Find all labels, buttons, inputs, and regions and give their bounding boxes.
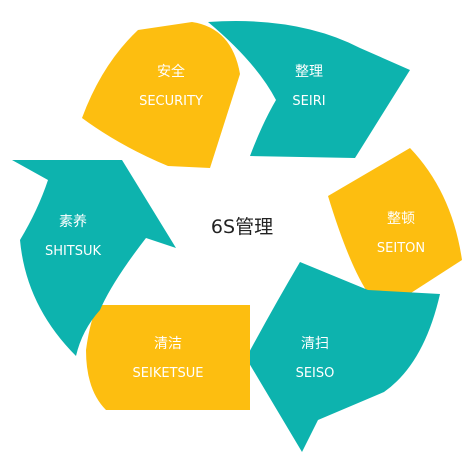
segment-label-seiso: 清扫 SEISO xyxy=(250,337,380,380)
segment-shape-seiso xyxy=(246,262,440,452)
segment-label-shitsuk: 素养 SHITSUK xyxy=(8,215,138,258)
segment-title-cn: 安全 xyxy=(157,64,185,80)
segment-label-seiton: 整顿 SEITON xyxy=(336,212,466,255)
segment-title-en: SHITSUK xyxy=(44,244,102,259)
center-title: 6S管理 xyxy=(210,216,274,238)
segment-title-en: SECURITY xyxy=(139,94,203,109)
segment-title-cn: 素养 xyxy=(59,214,87,230)
segment-shape-seiton xyxy=(328,148,462,300)
segment-title-en: SEISO xyxy=(295,366,335,381)
segment-title-cn: 整理 xyxy=(295,64,323,80)
segment-title-en: SEIRI xyxy=(292,94,326,109)
segment-label-seiri: 整理 SEIRI xyxy=(244,65,374,108)
segment-shape-seiketsue xyxy=(86,305,250,410)
segment-shape-seiri xyxy=(208,21,410,159)
segment-title-en: SEITON xyxy=(376,241,426,256)
segment-title-cn: 清洁 xyxy=(154,336,182,352)
segment-label-security: 安全 SECURITY xyxy=(106,65,236,108)
segment-shape-security xyxy=(82,22,240,168)
segment-title-en: SEIKETSUE xyxy=(132,366,204,381)
segment-title-cn: 清扫 xyxy=(301,336,329,352)
segment-shape-shitsuk xyxy=(12,160,176,356)
segment-title-cn: 整顿 xyxy=(387,211,415,227)
segment-label-seiketsue: 清洁 SEIKETSUE xyxy=(103,337,233,380)
